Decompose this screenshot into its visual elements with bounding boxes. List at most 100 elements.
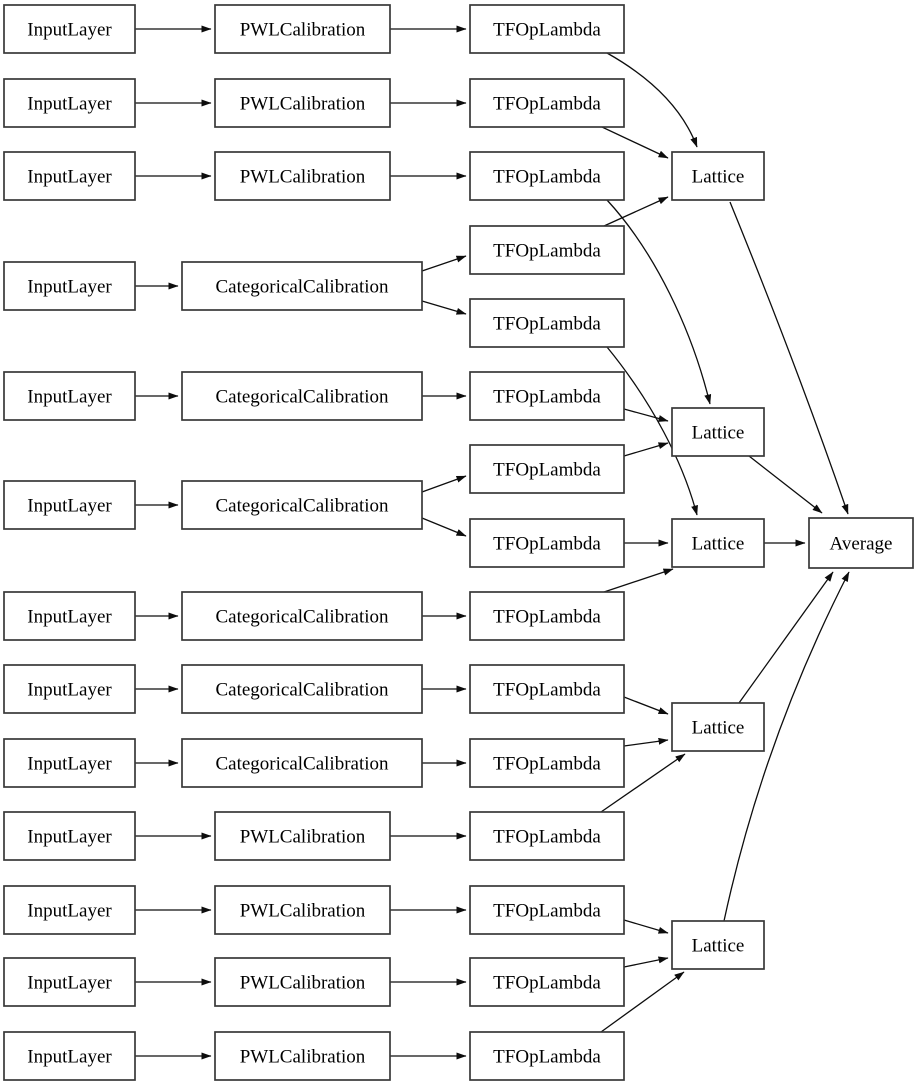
edge-tfop-15-to-lattice-5 bbox=[600, 971, 685, 1033]
node-catcal-5: CategoricalCalibration bbox=[181, 664, 423, 714]
node-label-pwlcal-2: PWLCalibration bbox=[240, 94, 366, 115]
node-box-pwlcal-4 bbox=[214, 811, 391, 861]
edge-catcal-1-to-tfop-4 bbox=[421, 255, 467, 272]
node-label-catcal-3: CategoricalCalibration bbox=[215, 496, 389, 517]
node-catcal-1: CategoricalCalibration bbox=[181, 261, 423, 311]
edge-tfop-1-to-lattice-1 bbox=[606, 52, 698, 148]
node-average-1: Average bbox=[808, 517, 914, 569]
edge-catcal-3-to-tfop-7 bbox=[421, 475, 467, 493]
edge-tfop-10-to-lattice-4 bbox=[623, 696, 669, 715]
node-box-catcal-5 bbox=[181, 664, 423, 714]
node-box-input-7 bbox=[3, 591, 136, 641]
node-label-pwlcal-3: PWLCalibration bbox=[240, 167, 366, 188]
edge-tfop-11-to-lattice-4 bbox=[623, 737, 669, 747]
node-label-input-9: InputLayer bbox=[27, 754, 112, 775]
node-box-input-6 bbox=[3, 480, 136, 530]
edge-lattice-4-to-average-1 bbox=[738, 571, 834, 704]
edge-lattice-2-to-average-1 bbox=[748, 455, 823, 514]
node-tfop-13: TFOpLambda bbox=[469, 885, 625, 935]
node-box-pwlcal-5 bbox=[214, 885, 391, 935]
node-lattice-3: Lattice bbox=[671, 518, 765, 568]
node-box-lattice-5 bbox=[671, 920, 765, 970]
node-box-tfop-12 bbox=[469, 811, 625, 861]
node-catcal-2: CategoricalCalibration bbox=[181, 371, 423, 421]
node-lattice-1: Lattice bbox=[671, 151, 765, 201]
node-label-tfop-7: TFOpLambda bbox=[493, 460, 601, 481]
node-label-input-10: InputLayer bbox=[27, 827, 112, 848]
node-label-lattice-1: Lattice bbox=[692, 167, 745, 188]
node-pwlcal-4: PWLCalibration bbox=[214, 811, 391, 861]
node-label-tfop-5: TFOpLambda bbox=[493, 314, 601, 335]
node-label-average-1: Average bbox=[830, 534, 893, 555]
nodes-layer: InputLayerInputLayerInputLayerInputLayer… bbox=[3, 4, 914, 1081]
node-input-1: InputLayer bbox=[3, 4, 136, 54]
node-label-tfop-15: TFOpLambda bbox=[493, 1047, 601, 1068]
node-label-tfop-1: TFOpLambda bbox=[493, 20, 601, 41]
node-box-input-1 bbox=[3, 4, 136, 54]
node-input-3: InputLayer bbox=[3, 151, 136, 201]
node-tfop-5: TFOpLambda bbox=[469, 298, 625, 348]
node-tfop-1: TFOpLambda bbox=[469, 4, 625, 54]
node-label-tfop-2: TFOpLambda bbox=[493, 94, 601, 115]
node-input-7: InputLayer bbox=[3, 591, 136, 641]
node-box-input-3 bbox=[3, 151, 136, 201]
node-label-input-8: InputLayer bbox=[27, 680, 112, 701]
node-tfop-12: TFOpLambda bbox=[469, 811, 625, 861]
edge-tfop-7-to-lattice-2 bbox=[623, 442, 669, 457]
node-box-tfop-2 bbox=[469, 78, 625, 128]
node-label-pwlcal-7: PWLCalibration bbox=[240, 1047, 366, 1068]
node-label-tfop-14: TFOpLambda bbox=[493, 973, 601, 994]
node-input-9: InputLayer bbox=[3, 738, 136, 788]
node-label-tfop-13: TFOpLambda bbox=[493, 901, 601, 922]
node-input-13: InputLayer bbox=[3, 1031, 136, 1081]
node-input-5: InputLayer bbox=[3, 371, 136, 421]
node-label-tfop-10: TFOpLambda bbox=[493, 680, 601, 701]
node-catcal-4: CategoricalCalibration bbox=[181, 591, 423, 641]
node-tfop-2: TFOpLambda bbox=[469, 78, 625, 128]
node-label-input-2: InputLayer bbox=[27, 94, 112, 115]
node-lattice-2: Lattice bbox=[671, 407, 765, 457]
node-label-input-5: InputLayer bbox=[27, 387, 112, 408]
edge-tfop-4-to-lattice-1 bbox=[603, 196, 669, 227]
edge-tfop-9-to-lattice-3 bbox=[603, 568, 674, 593]
node-tfop-9: TFOpLambda bbox=[469, 591, 625, 641]
node-box-tfop-6 bbox=[469, 371, 625, 421]
node-box-input-4 bbox=[3, 261, 136, 311]
node-label-catcal-2: CategoricalCalibration bbox=[215, 387, 389, 408]
node-box-input-9 bbox=[3, 738, 136, 788]
node-label-input-6: InputLayer bbox=[27, 496, 112, 517]
node-label-pwlcal-6: PWLCalibration bbox=[240, 973, 366, 994]
node-label-input-4: InputLayer bbox=[27, 277, 112, 298]
edge-tfop-3-to-lattice-2 bbox=[606, 199, 712, 405]
node-box-pwlcal-3 bbox=[214, 151, 391, 201]
node-input-2: InputLayer bbox=[3, 78, 136, 128]
node-box-tfop-10 bbox=[469, 664, 625, 714]
node-label-lattice-2: Lattice bbox=[692, 423, 745, 444]
node-tfop-6: TFOpLambda bbox=[469, 371, 625, 421]
node-box-tfop-8 bbox=[469, 518, 625, 568]
node-box-catcal-2 bbox=[181, 371, 423, 421]
node-pwlcal-7: PWLCalibration bbox=[214, 1031, 391, 1081]
node-box-pwlcal-2 bbox=[214, 78, 391, 128]
node-box-input-2 bbox=[3, 78, 136, 128]
node-label-input-1: InputLayer bbox=[27, 20, 112, 41]
node-box-pwlcal-1 bbox=[214, 4, 391, 54]
node-box-pwlcal-6 bbox=[214, 957, 391, 1007]
node-box-catcal-4 bbox=[181, 591, 423, 641]
node-box-tfop-7 bbox=[469, 444, 625, 494]
node-box-tfop-1 bbox=[469, 4, 625, 54]
node-tfop-11: TFOpLambda bbox=[469, 738, 625, 788]
edge-tfop-6-to-lattice-2 bbox=[623, 408, 669, 422]
node-box-input-10 bbox=[3, 811, 136, 861]
node-tfop-14: TFOpLambda bbox=[469, 957, 625, 1007]
node-tfop-10: TFOpLambda bbox=[469, 664, 625, 714]
node-box-tfop-4 bbox=[469, 225, 625, 275]
node-label-lattice-3: Lattice bbox=[692, 534, 745, 555]
node-lattice-5: Lattice bbox=[671, 920, 765, 970]
node-label-catcal-5: CategoricalCalibration bbox=[215, 680, 389, 701]
node-label-input-12: InputLayer bbox=[27, 973, 112, 994]
node-input-11: InputLayer bbox=[3, 885, 136, 935]
node-input-8: InputLayer bbox=[3, 664, 136, 714]
node-label-catcal-6: CategoricalCalibration bbox=[215, 754, 389, 775]
